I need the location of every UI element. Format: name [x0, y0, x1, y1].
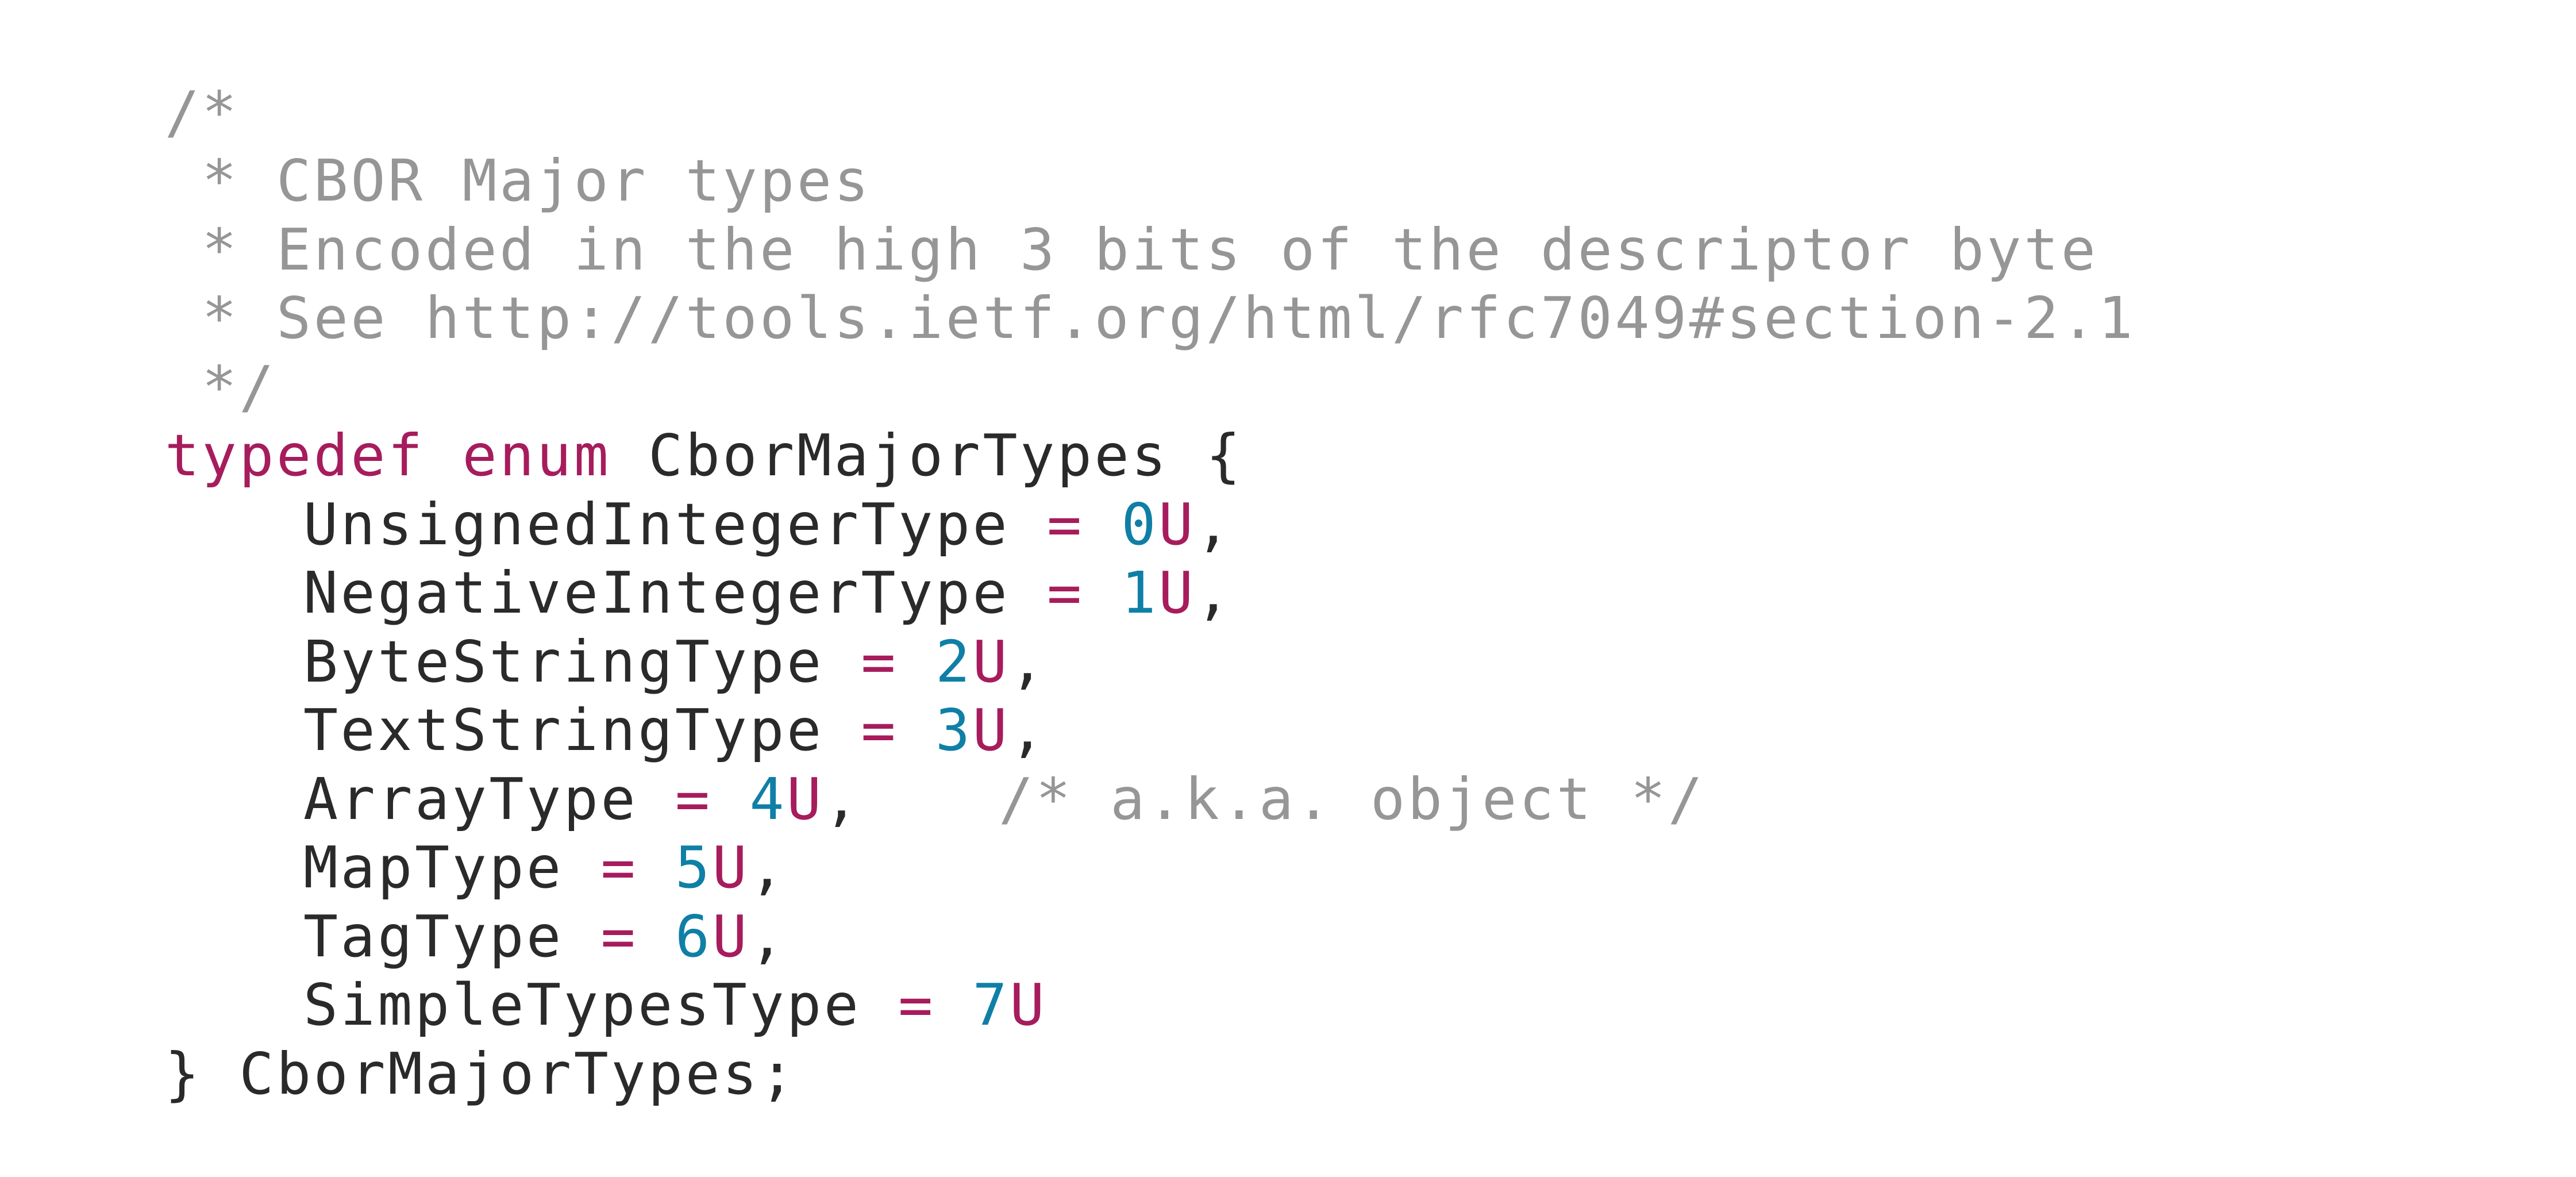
member-name: TagType [303, 902, 564, 970]
assign-operator: = [638, 765, 750, 833]
assign-operator: = [563, 902, 675, 970]
inline-comment: /* a.k.a. object */ [999, 765, 1705, 833]
number-suffix: U [1158, 559, 1196, 626]
comment-text: /* [164, 78, 240, 146]
comment-text: * See http://tools.ietf.org/html/rfc7049… [164, 284, 2136, 352]
number-suffix: U [972, 628, 1010, 695]
code-line-comment-2: * Encoded in the high 3 bits of the desc… [16, 147, 2556, 283]
number-suffix: U [712, 834, 750, 901]
code-line-member: MapType = 5U,/* a.k.a. object */ [16, 765, 2556, 902]
number-suffix: U [972, 697, 1010, 764]
code-line-member: TagType = 6U, [16, 833, 2556, 970]
member-value: 4 [749, 765, 787, 833]
member-value: 0 [1121, 490, 1159, 558]
separator: , [1195, 490, 1233, 558]
number-suffix: U [1158, 490, 1196, 558]
code-line-member: NegativeIntegerType = 1U, [16, 490, 2556, 626]
assign-operator: = [823, 697, 935, 764]
member-value: 3 [935, 697, 973, 764]
code-line-member: ArrayType = 4U, [16, 696, 2556, 833]
code-line-comment-close: */ [16, 284, 2556, 421]
separator: , [749, 902, 787, 970]
code-line-member: TextStringType = 3U, [16, 628, 2556, 764]
code-line-member: ByteStringType = 2U, [16, 559, 2556, 695]
keyword-typedef: typedef [164, 422, 425, 489]
member-name: ByteStringType [303, 628, 824, 695]
separator: , [749, 834, 787, 901]
member-name: NegativeIntegerType [303, 559, 1010, 626]
assign-operator: = [861, 971, 973, 1038]
comment-text: */ [164, 353, 276, 421]
member-value: 2 [935, 628, 973, 695]
code-editor[interactable]: /* * CBOR Major types * Encoded in the h… [16, 9, 2556, 1107]
member-name: ArrayType [303, 765, 638, 833]
separator: , [823, 765, 861, 833]
code-line-member: SimpleTypesType = 7U [16, 902, 2556, 1038]
member-value: 6 [675, 902, 713, 970]
separator: , [1010, 697, 1047, 764]
assign-operator: = [1010, 490, 1122, 558]
code-line-closing: } CborMajorTypes; [16, 971, 2556, 1107]
number-suffix: U [1010, 971, 1047, 1038]
member-value: 7 [972, 971, 1010, 1038]
enum-name: CborMajorTypes { [611, 422, 1243, 489]
code-line-comment-1: * CBOR Major types [16, 78, 2556, 214]
keyword-enum: enum [462, 422, 611, 489]
assign-operator: = [823, 628, 935, 695]
member-value: 5 [675, 834, 713, 901]
code-line-member: UnsignedIntegerType = 0U, [16, 421, 2556, 558]
member-name: UnsignedIntegerType [303, 490, 1010, 558]
member-name: TextStringType [303, 697, 824, 764]
member-name: SimpleTypesType [303, 971, 861, 1038]
number-suffix: U [787, 765, 824, 833]
assign-operator: = [563, 834, 675, 901]
comment-text: * Encoded in the high 3 bits of the desc… [164, 216, 2098, 283]
code-line-typedef: typedef enum CborMajorTypes { [16, 353, 2556, 489]
code-line-comment-open: /* [16, 9, 2556, 146]
separator: , [1195, 559, 1233, 626]
code-line-comment-3: * See http://tools.ietf.org/html/rfc7049… [16, 216, 2556, 352]
number-suffix: U [712, 902, 750, 970]
member-name: MapType [303, 834, 564, 901]
assign-operator: = [1010, 559, 1122, 626]
member-value: 1 [1121, 559, 1159, 626]
comment-text: * CBOR Major types [164, 147, 872, 214]
separator: , [1010, 628, 1047, 695]
closing-text: } CborMajorTypes; [164, 1040, 797, 1107]
